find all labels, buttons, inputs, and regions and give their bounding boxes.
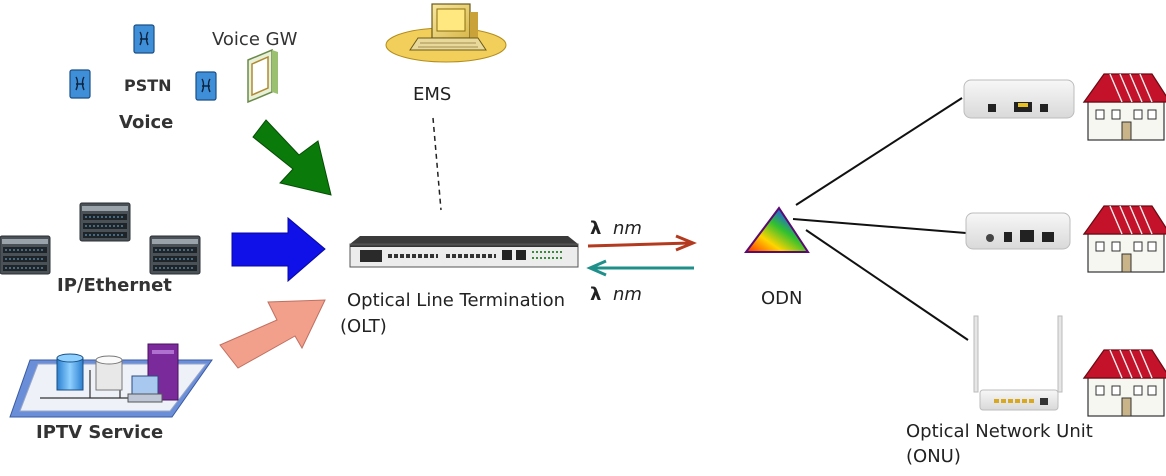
- pstn-phone-icon: [69, 69, 91, 99]
- voice-gw-label: Voice GW: [212, 29, 298, 50]
- pstn-phone-icon: [133, 24, 155, 54]
- voice-arrow: [252, 119, 332, 196]
- upstream-arrowhead: [586, 259, 607, 277]
- fiber-drop-line: [792, 218, 967, 234]
- upstream-lambda: λ: [590, 284, 601, 305]
- house-icon: [1083, 205, 1166, 273]
- iptv-network-icon: [9, 343, 213, 418]
- onu-device-icon: [965, 212, 1071, 250]
- upstream-unit: nm: [613, 284, 642, 305]
- olt-chassis-icon: [349, 236, 579, 268]
- ethernet-switch-icon: [149, 235, 201, 275]
- ems-label: EMS: [413, 84, 451, 105]
- ethernet-switch-icon: [0, 235, 51, 275]
- house-icon: [1083, 73, 1166, 141]
- pstn-phone-icon: [195, 71, 217, 101]
- iptv-service-label: IPTV Service: [36, 422, 163, 443]
- onu-router-icon: [973, 315, 1063, 411]
- onu-label-line2: (ONU): [906, 446, 961, 467]
- iptv-arrow: [219, 299, 326, 369]
- odn-prism-icon: [744, 206, 810, 253]
- ems-computer-icon: [385, 3, 507, 63]
- voice-gateway-icon: [247, 48, 278, 104]
- odn-label: ODN: [761, 288, 803, 309]
- ems-management-link: [432, 117, 442, 211]
- ethernet-switch-icon: [79, 202, 131, 242]
- olt-label-line1: Optical Line Termination: [347, 290, 565, 311]
- ip-arrow: [231, 216, 326, 283]
- pstn-label: PSTN: [124, 76, 172, 95]
- ip-ethernet-label: IP/Ethernet: [57, 275, 172, 296]
- downstream-arrowhead: [675, 234, 697, 252]
- fiber-drop-line: [805, 229, 969, 341]
- onu-device-icon: [963, 79, 1075, 119]
- voice-label: Voice: [119, 112, 173, 133]
- downstream-arrow: [587, 241, 691, 248]
- house-icon: [1083, 349, 1166, 417]
- olt-label-line2: (OLT): [340, 316, 387, 337]
- onu-label-line1: Optical Network Unit: [906, 421, 1093, 442]
- downstream-lambda: λ: [590, 218, 601, 239]
- downstream-unit: nm: [613, 218, 642, 239]
- fiber-drop-line: [795, 97, 963, 206]
